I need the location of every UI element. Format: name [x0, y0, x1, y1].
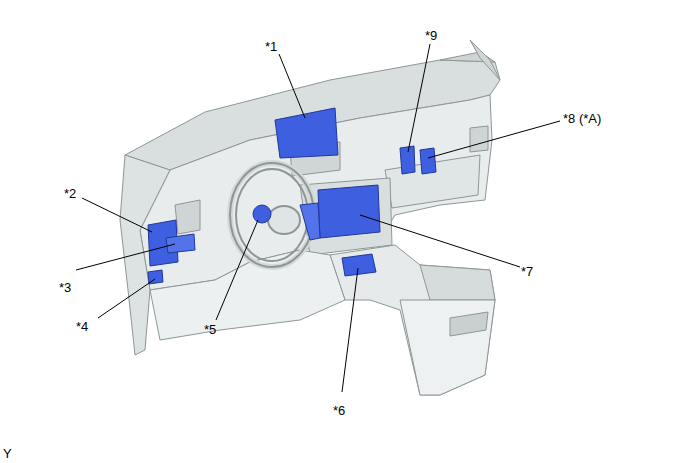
ecu-8 [420, 148, 436, 174]
ecu-7-side [300, 203, 320, 240]
dashboard-body [120, 40, 500, 395]
ecu-5 [253, 205, 271, 223]
callout-number: *5 [203, 322, 217, 337]
corner-mark: Y [2, 446, 13, 461]
callout-number: *1 [264, 39, 278, 54]
callout-number: *4 [75, 319, 89, 334]
ecu-6 [342, 254, 376, 276]
callout-number: *6 [332, 403, 346, 418]
ecu-7 [318, 185, 380, 238]
callout-number: *2 [63, 186, 77, 201]
callout-number: *8 (*A) [562, 111, 602, 126]
leader-lines [76, 44, 560, 392]
callout-number: *3 [58, 280, 72, 295]
ecu-9 [400, 146, 415, 174]
display-unit [275, 108, 338, 158]
ecu-3 [166, 234, 195, 253]
callout-number: *9 [424, 28, 438, 43]
callout-number: *7 [520, 264, 534, 279]
component-highlights [148, 108, 436, 284]
steering-wheel [230, 163, 314, 267]
